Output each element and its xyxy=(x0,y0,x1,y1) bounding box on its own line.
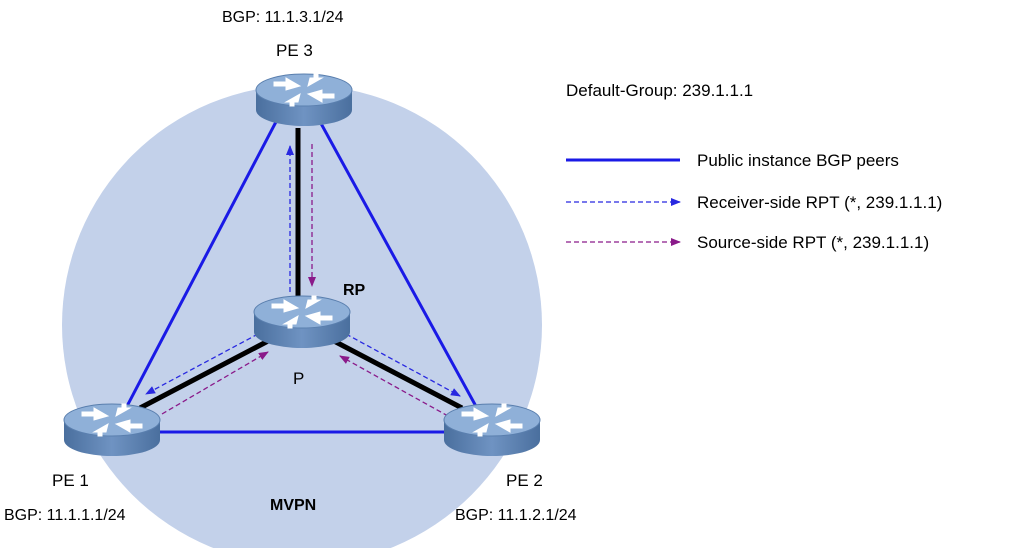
rp-role-label: RP xyxy=(343,282,366,299)
router-icon xyxy=(63,403,161,457)
bgp-peer-lines xyxy=(123,117,480,434)
default-group-label: Default-Group: 239.1.1.1 xyxy=(566,81,753,100)
p-name-label: P xyxy=(293,369,304,388)
link-p-pe2 xyxy=(330,337,464,411)
router-pe2 xyxy=(443,403,541,457)
bgp-pe3-pe1 xyxy=(123,117,280,411)
pe2-name-label: PE 2 xyxy=(506,471,543,490)
router-icon xyxy=(443,403,541,457)
source-rpt-pe1-p xyxy=(161,351,269,415)
pe1-bgp-label: BGP: 11.1.1.1/24 xyxy=(4,507,126,524)
legend-source-label: Source-side RPT (*, 239.1.1.1) xyxy=(697,233,929,252)
pe3-bgp-label: BGP: 11.1.3.1/24 xyxy=(222,9,344,26)
pe2-bgp-label: BGP: 11.1.2.1/24 xyxy=(455,507,577,524)
router-pe1 xyxy=(63,403,161,457)
source-rpt-lines xyxy=(161,144,449,417)
legend: Public instance BGP peers Receiver-side … xyxy=(566,151,942,252)
router-p xyxy=(253,295,351,349)
router-icon xyxy=(253,295,351,349)
receiver-rpt-p-pe2 xyxy=(345,333,461,397)
mvpn-label: MVPN xyxy=(270,497,316,514)
bgp-pe3-pe2 xyxy=(316,117,480,411)
legend-item-bgp: Public instance BGP peers xyxy=(566,151,899,170)
physical-links xyxy=(138,128,464,411)
legend-receiver-label: Receiver-side RPT (*, 239.1.1.1) xyxy=(697,193,942,212)
receiver-rpt-lines xyxy=(145,145,461,397)
pe3-name-label: PE 3 xyxy=(276,41,313,60)
legend-bgp-label: Public instance BGP peers xyxy=(697,151,899,170)
link-p-pe1 xyxy=(138,337,272,411)
receiver-rpt-p-pe1 xyxy=(145,333,259,395)
router-pe3 xyxy=(255,73,353,127)
legend-item-source: Source-side RPT (*, 239.1.1.1) xyxy=(566,233,929,252)
source-rpt-pe2-p xyxy=(339,355,449,417)
pe1-name-label: PE 1 xyxy=(52,471,89,490)
router-icon xyxy=(255,73,353,127)
legend-item-receiver: Receiver-side RPT (*, 239.1.1.1) xyxy=(566,193,942,212)
